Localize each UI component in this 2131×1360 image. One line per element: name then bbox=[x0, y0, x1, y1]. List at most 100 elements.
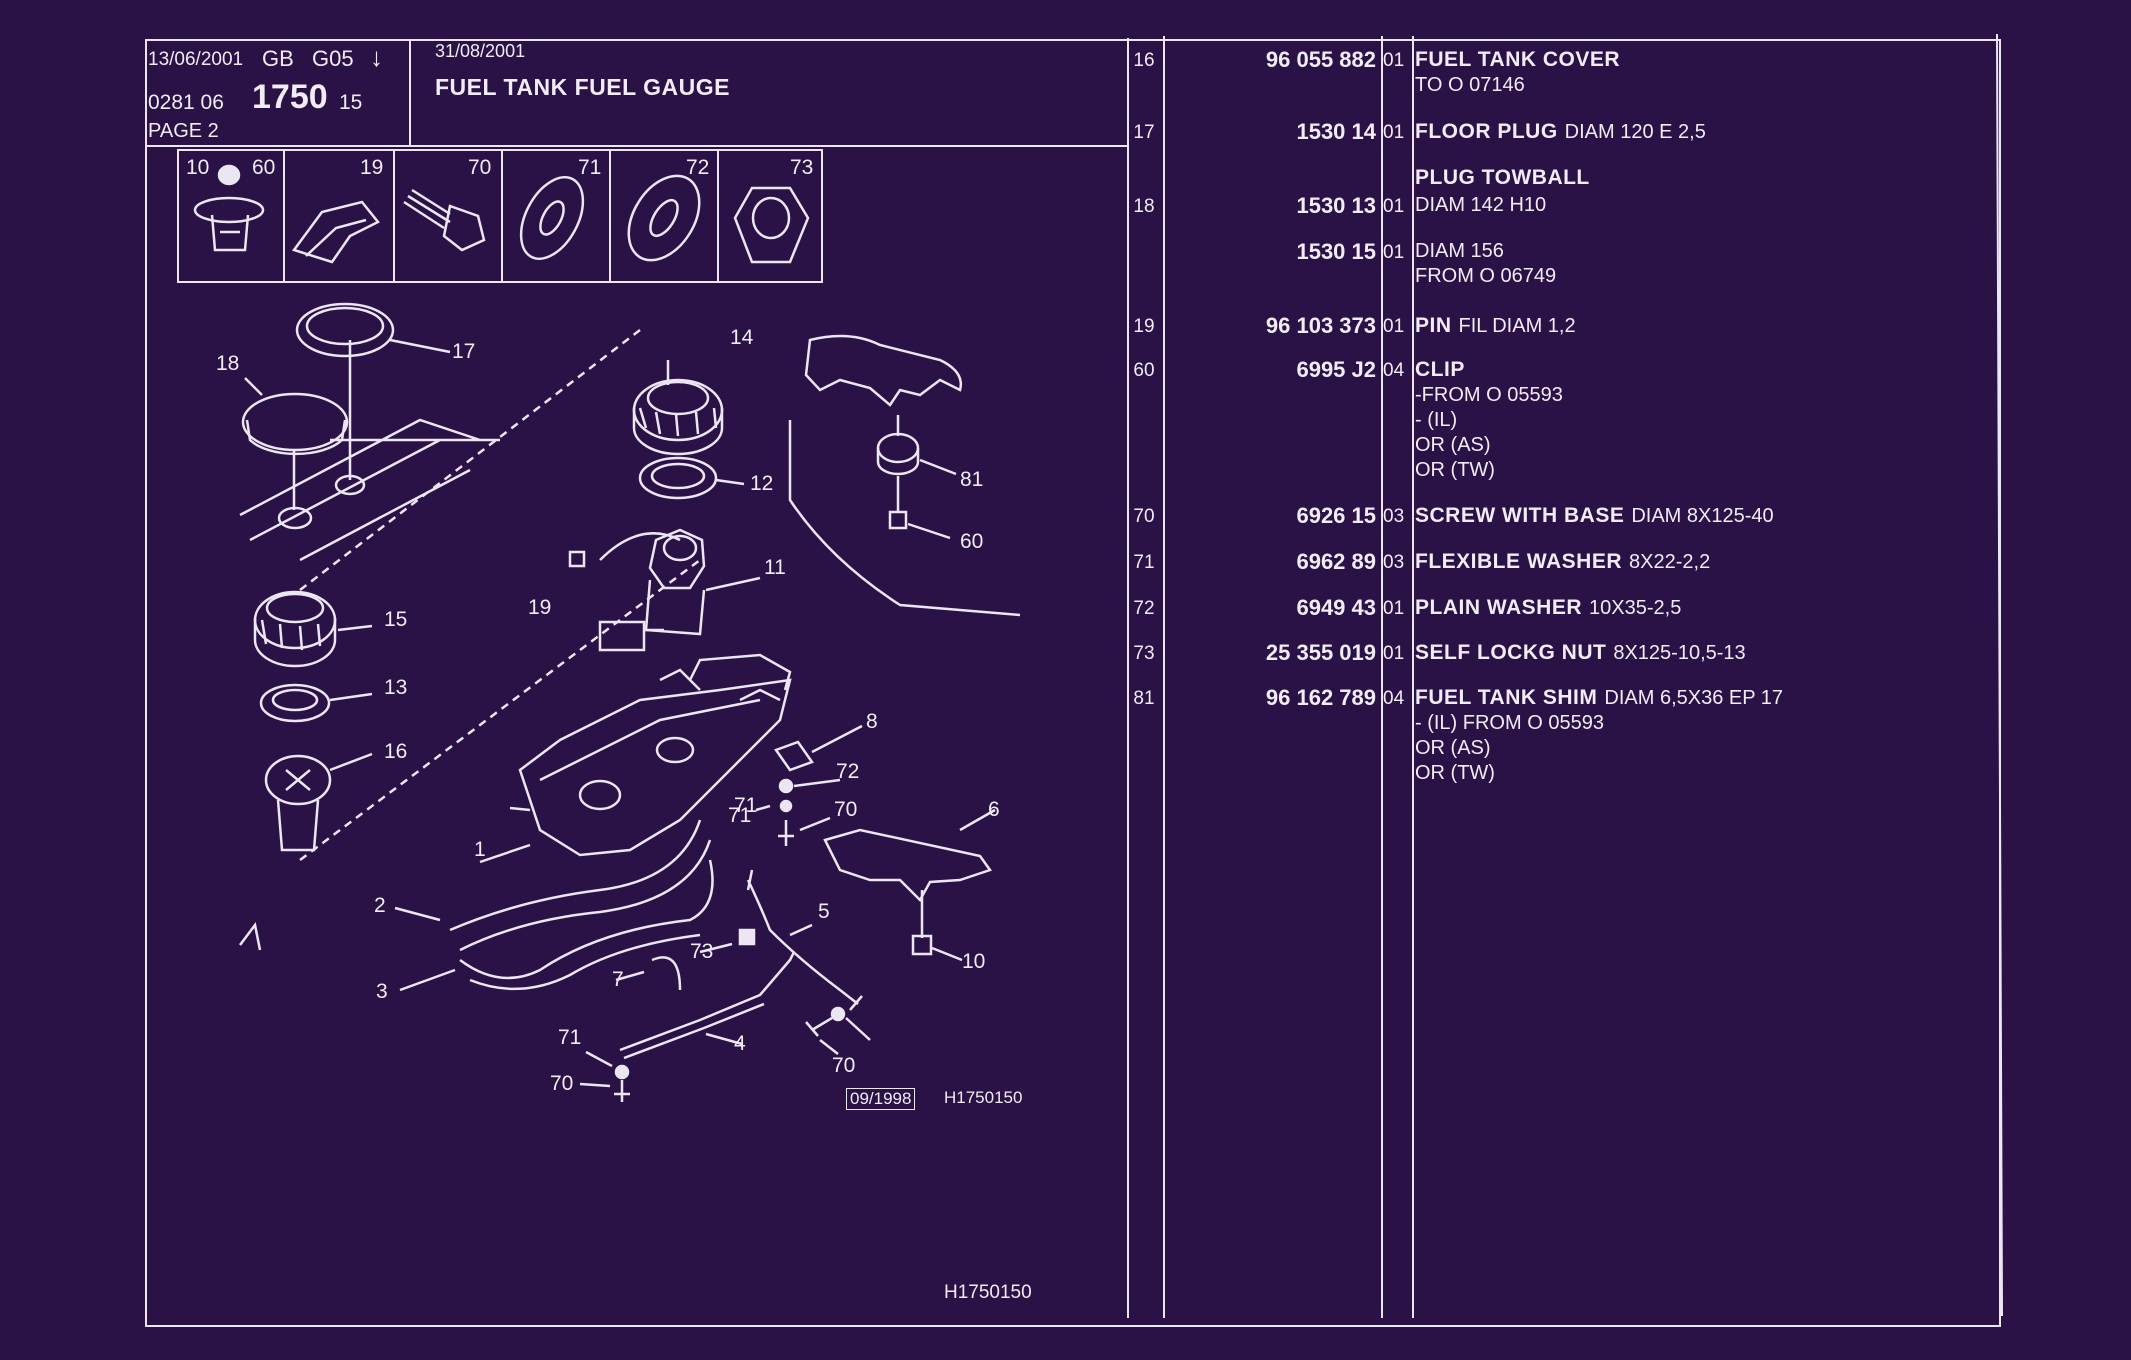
callout-label: 16 bbox=[384, 740, 408, 763]
part-name: PLAIN WASHER bbox=[1415, 596, 1583, 619]
part-name: SCREW WITH BASE bbox=[1415, 504, 1625, 527]
footer-code: H1750150 bbox=[944, 1282, 1032, 1303]
part-name: PLUG TOWBALL bbox=[1415, 166, 1590, 189]
nut-icon bbox=[733, 186, 810, 264]
callout-label: 12 bbox=[750, 472, 774, 495]
callout-label: 73 bbox=[690, 940, 714, 963]
part-spec: DIAM 142 H10 bbox=[1415, 194, 1547, 216]
callout-label: 19 bbox=[528, 596, 552, 619]
page-title: FUEL TANK FUEL GAUGE bbox=[435, 74, 730, 100]
part-number: 6995 J2 bbox=[1296, 357, 1376, 382]
part-note: - (IL) FROM O 05593 bbox=[1415, 712, 1604, 734]
parts-ref: 19 bbox=[1133, 316, 1155, 337]
model-code: G05 bbox=[312, 46, 354, 71]
part-name: SELF LOCKG NUT bbox=[1415, 641, 1607, 664]
thumb-label: 72 bbox=[686, 156, 710, 179]
part-description-line: DIAM 156 bbox=[1415, 239, 1556, 264]
part-description: PLAIN WASHER 10X35-2,5 bbox=[1415, 595, 1681, 621]
part-note: -FROM O 05593 bbox=[1415, 384, 1563, 406]
parts-ref: 60 bbox=[1133, 360, 1155, 381]
reference-prefix: 0281 06 bbox=[148, 91, 224, 114]
part-spec: DIAM 8X125-40 bbox=[1631, 505, 1774, 527]
part-description-line: PLAIN WASHER 10X35-2,5 bbox=[1415, 595, 1681, 621]
part-number: 25 355 019 bbox=[1265, 640, 1376, 665]
callout-label: 2 bbox=[374, 894, 386, 917]
callout-label: 17 bbox=[452, 340, 476, 363]
thumb-label: 71 bbox=[578, 156, 602, 179]
part-name: PIN bbox=[1415, 314, 1452, 337]
thumb-label: 60 bbox=[252, 156, 276, 179]
part-spec: DIAM 156 bbox=[1415, 240, 1504, 262]
part-description: CLIP-FROM O 05593- (IL)OR (AS)OR (TW) bbox=[1415, 357, 1563, 483]
part-spec: 8X125-10,5-13 bbox=[1613, 642, 1746, 664]
callout-label: 13 bbox=[384, 676, 408, 699]
part-quantity: 01 bbox=[1383, 598, 1405, 619]
thumb-label: 73 bbox=[790, 156, 814, 179]
part-note: FROM O 06749 bbox=[1415, 265, 1557, 287]
callout-label: 71 bbox=[558, 1026, 582, 1049]
part-name: CLIP bbox=[1415, 358, 1465, 381]
part-note: - (IL) bbox=[1415, 409, 1458, 431]
part-note: OR (TW) bbox=[1415, 762, 1495, 784]
callout-label: 15 bbox=[384, 608, 408, 631]
part-description: DIAM 142 H10 bbox=[1415, 193, 1546, 218]
plain-washer-icon bbox=[627, 174, 701, 262]
part-number: 96 162 789 bbox=[1265, 685, 1376, 710]
part-quantity: 03 bbox=[1383, 506, 1405, 527]
screw-icon bbox=[403, 188, 486, 252]
part-quantity: 01 bbox=[1383, 316, 1405, 337]
part-number: 1530 15 bbox=[1296, 239, 1376, 264]
thumb-label: 10 bbox=[186, 156, 210, 179]
language-code: GB bbox=[262, 46, 294, 71]
diagram-code: H1750150 bbox=[944, 1088, 1023, 1107]
callout-label: 3 bbox=[376, 980, 388, 1003]
callout-label: 71 bbox=[728, 804, 752, 827]
print-date: 13/06/2001 bbox=[148, 49, 244, 70]
parts-ref: 17 bbox=[1133, 122, 1155, 143]
part-spec: 8X22-2,2 bbox=[1629, 551, 1711, 573]
part-description-line: FLEXIBLE WASHER 8X22-2,2 bbox=[1415, 549, 1710, 575]
callout-label: 11 bbox=[764, 556, 786, 579]
callout-label: 72 bbox=[836, 760, 860, 783]
part-name: FUEL TANK SHIM bbox=[1415, 686, 1598, 709]
part-description: FLOOR PLUG DIAM 120 E 2,5 bbox=[1415, 119, 1706, 145]
part-description-line: SELF LOCKG NUT 8X125-10,5-13 bbox=[1415, 640, 1746, 666]
part-spec: 10X35-2,5 bbox=[1589, 597, 1682, 619]
callout-label: 14 bbox=[730, 326, 754, 349]
part-number: 1530 14 bbox=[1296, 119, 1376, 144]
part-name: FLEXIBLE WASHER bbox=[1415, 550, 1623, 573]
callout-label: 60 bbox=[960, 530, 984, 553]
parts-ref: 16 bbox=[1133, 50, 1155, 71]
part-description: SCREW WITH BASE DIAM 8X125-40 bbox=[1415, 503, 1774, 529]
parts-ref: 70 bbox=[1133, 506, 1155, 527]
part-spec: DIAM 6,5X36 EP 17 bbox=[1604, 687, 1784, 709]
part-description-line: FLOOR PLUG DIAM 120 E 2,5 bbox=[1415, 119, 1706, 145]
callout-label: 81 bbox=[960, 468, 984, 491]
down-arrow-icon: ↓ bbox=[370, 42, 383, 72]
part-description-line: CLIP bbox=[1415, 357, 1563, 383]
callout-label: 5 bbox=[818, 900, 830, 923]
part-number: 96 103 373 bbox=[1265, 313, 1376, 338]
part-number: 6926 15 bbox=[1296, 503, 1376, 528]
parts-ref: 72 bbox=[1133, 598, 1155, 619]
thumb-label: 19 bbox=[360, 156, 384, 179]
callout-label: 7 bbox=[612, 968, 624, 991]
part-number: 96 055 882 bbox=[1265, 47, 1376, 72]
part-quantity: 03 bbox=[1383, 552, 1405, 573]
part-number: 1530 13 bbox=[1296, 193, 1376, 218]
part-name: FLOOR PLUG bbox=[1415, 120, 1558, 143]
part-quantity: 01 bbox=[1383, 50, 1405, 71]
part-spec: DIAM 120 E 2,5 bbox=[1564, 121, 1706, 143]
parts-ref: 81 bbox=[1133, 688, 1155, 709]
callout-label: 70 bbox=[832, 1054, 856, 1077]
callout-label: 4 bbox=[734, 1032, 746, 1055]
part-name: FUEL TANK COVER bbox=[1415, 48, 1621, 71]
push-clip-icon bbox=[193, 164, 265, 252]
callout-label: 1 bbox=[474, 838, 486, 861]
